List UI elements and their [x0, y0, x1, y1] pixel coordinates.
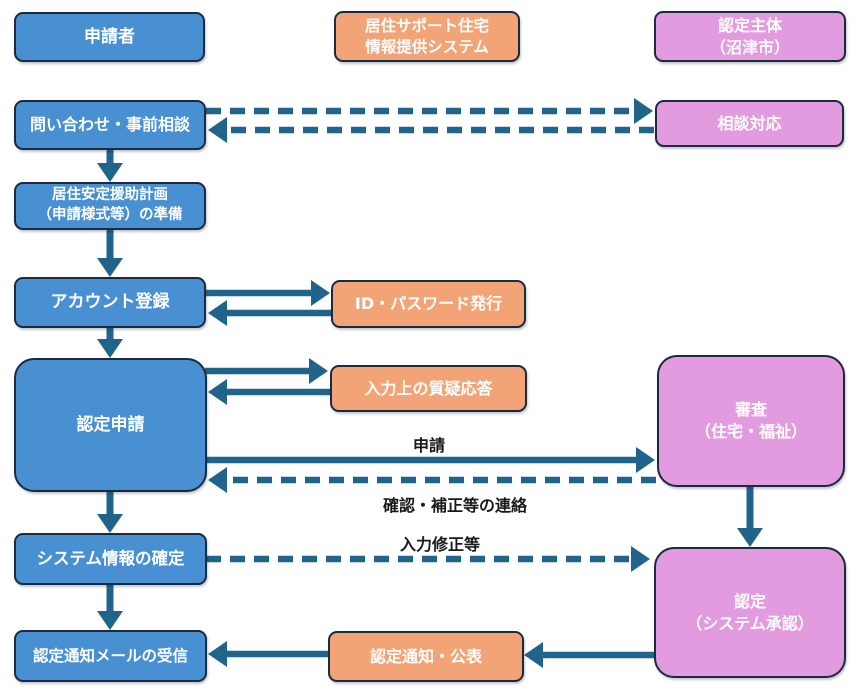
label-correction-contact: 確認・補正等の連絡	[382, 496, 528, 515]
box-mail-receive-label: 認定通知メールの受信	[32, 646, 188, 665]
box-plan-preparation-label: 居住安定援助計画 （申請様式等）の準備	[37, 187, 183, 223]
box-notice-publish-label: 認定通知・公表	[369, 646, 482, 666]
box-certification-application: 認定申請	[14, 358, 207, 492]
box-certification-application-label: 認定申請	[76, 414, 145, 435]
box-examination-label: 審査 （住宅・福祉）	[694, 400, 807, 441]
box-system-info-confirm: システム情報の確定	[14, 533, 207, 585]
box-mail-receive: 認定通知メールの受信	[14, 630, 207, 682]
box-approval-label: 認定 （システム承認）	[686, 591, 814, 633]
box-id-password-issue: ID・パスワード発行	[331, 280, 526, 328]
box-notice-publish: 認定通知・公表	[328, 631, 524, 682]
box-account-registration: アカウント登録	[14, 277, 206, 328]
box-id-password-issue-label: ID・パスワード発行	[354, 294, 503, 314]
box-inquiry-label: 問い合わせ・事前相談	[29, 115, 190, 135]
box-consultation: 相談対応	[655, 100, 844, 147]
header-authority: 認定主体 （沼津市）	[654, 11, 846, 62]
box-examination: 審査 （住宅・福祉）	[657, 355, 845, 487]
box-input-qa-label: 入力上の質疑応答	[364, 378, 493, 398]
box-plan-preparation: 居住安定援助計画 （申請様式等）の準備	[14, 182, 206, 230]
box-input-qa: 入力上の質疑応答	[330, 365, 527, 412]
header-support-system-label: 居住サポート住宅 情報提供システム	[364, 16, 489, 56]
box-account-registration-label: アカウント登録	[50, 292, 170, 313]
header-applicant: 申請者	[14, 12, 205, 62]
header-applicant-label: 申請者	[84, 26, 135, 47]
box-consultation-label: 相談対応	[717, 113, 782, 133]
header-authority-label: 認定主体 （沼津市）	[709, 15, 790, 57]
box-approval: 認定 （システム承認）	[654, 547, 846, 678]
box-inquiry: 問い合わせ・事前相談	[14, 100, 206, 150]
box-system-info-confirm-label: システム情報の確定	[36, 548, 185, 568]
header-support-system: 居住サポート住宅 情報提供システム	[334, 11, 520, 62]
label-input-fix: 入力修正等	[399, 535, 481, 554]
label-apply: 申請	[412, 436, 446, 455]
